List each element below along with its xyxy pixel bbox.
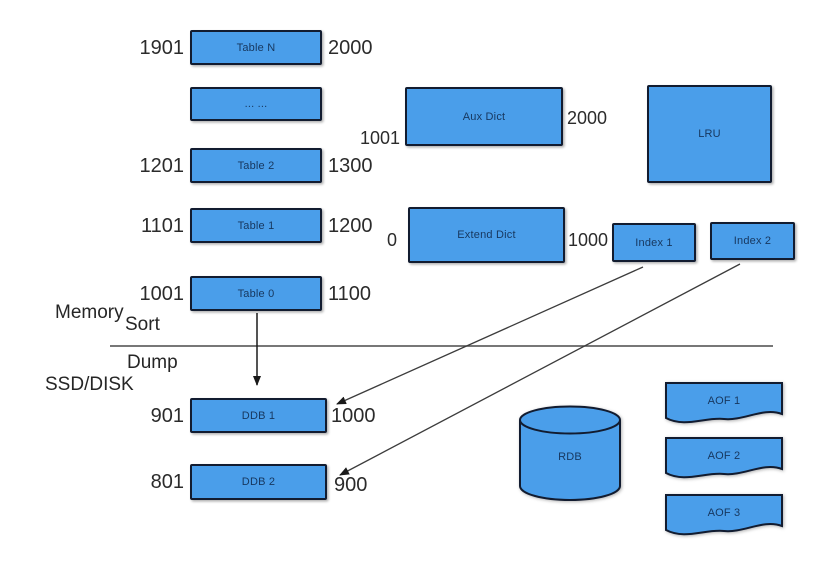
table-1-end-number: 1200 [328, 215, 373, 237]
extend-dict-box: Extend Dict [408, 207, 565, 263]
aof3-file-shape [665, 494, 783, 536]
table-ellipsis-box: ... ... [190, 87, 322, 121]
table-0-label: Table 0 [237, 287, 275, 300]
aof1-file-shape [665, 382, 783, 424]
rdb-label: RDB [558, 451, 582, 463]
ddb-2-start-number: 801 [150, 471, 184, 493]
table-n-label: Table N [236, 41, 276, 54]
ddb-2-box: DDB 2 [190, 464, 327, 500]
index-2-box: Index 2 [710, 222, 795, 260]
table-1-box: Table 1 [190, 208, 322, 243]
table-2-start-number: 1201 [139, 155, 185, 177]
aof-2-label: AOF 2 [707, 450, 741, 462]
index-2-label: Index 2 [733, 235, 772, 247]
ddb-2-label: DDB 2 [241, 476, 276, 488]
ssd-disk-region-label: SSD/DISK [45, 374, 134, 395]
table-n-box: Table N [190, 30, 322, 65]
aux-dict-label: Aux Dict [462, 110, 506, 123]
aof2-file-shape [665, 437, 783, 479]
aux-dict-end-number: 2000 [567, 108, 608, 128]
index-1-label: Index 1 [635, 236, 673, 249]
table-0-end-number: 1100 [328, 283, 372, 305]
table-2-box: Table 2 [190, 148, 322, 183]
table-0-box: Table 0 [190, 276, 322, 311]
dump-label: Dump [127, 352, 178, 373]
extend-dict-end-number: 1000 [568, 230, 609, 250]
aux-dict-box: Aux Dict [405, 87, 563, 146]
ddb-1-end-number: 1000 [331, 405, 376, 427]
table-1-label: Table 1 [237, 219, 275, 232]
table-0-start-number: 1001 [139, 283, 185, 305]
table-2-label: Table 2 [237, 159, 275, 172]
index1-to-ddb1-arrow [336, 266, 644, 405]
aux-dict-start-number: 1001 [359, 128, 400, 148]
table-2-end-number: 1300 [328, 155, 373, 177]
ddb-2-end-number: 900 [334, 474, 368, 496]
aof-1-label: AOF 1 [707, 395, 741, 407]
extend-dict-label: Extend Dict [457, 229, 516, 241]
ddb-1-start-number: 901 [150, 405, 184, 427]
memory-region-label: Memory [55, 302, 124, 323]
table-n-end-number: 2000 [328, 37, 373, 59]
aof-3-label: AOF 3 [707, 507, 741, 519]
rdb-cylinder [519, 405, 621, 501]
ddb-1-box: DDB 1 [190, 398, 327, 433]
extend-dict-start-number: 0 [386, 230, 397, 250]
index-1-box: Index 1 [612, 223, 696, 262]
sort-label: Sort [125, 314, 160, 335]
lru-box: LRU [647, 85, 772, 183]
index2-to-ddb2-arrow [339, 263, 741, 476]
ddb-1-label: DDB 1 [241, 409, 276, 422]
lru-label: LRU [698, 128, 721, 140]
table-1-start-number: 1101 [140, 215, 184, 237]
table-ellipsis-label: ... ... [244, 98, 268, 110]
table-n-start-number: 1901 [139, 37, 185, 59]
